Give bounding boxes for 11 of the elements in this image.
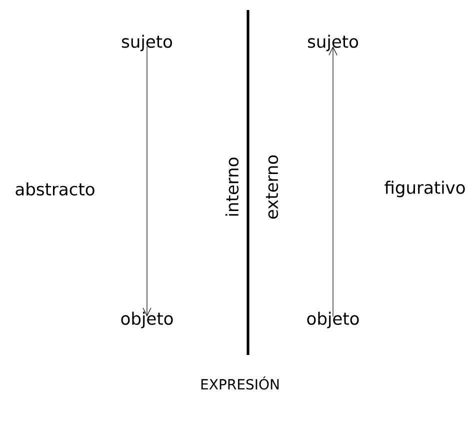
- node-label: objeto: [307, 312, 359, 328]
- node-label: sujeto: [308, 34, 358, 52]
- text-label: externo: [266, 155, 278, 219]
- text-label: EXPRESIÓN: [201, 376, 279, 390]
- text-label: interno: [225, 158, 239, 216]
- node-label: objeto: [121, 312, 173, 328]
- arrow: [328, 46, 338, 317]
- node-label: sujeto: [122, 34, 172, 52]
- text-label: figurativo: [384, 180, 465, 198]
- arrow: [142, 46, 152, 317]
- text-label: abstracto: [16, 182, 94, 196]
